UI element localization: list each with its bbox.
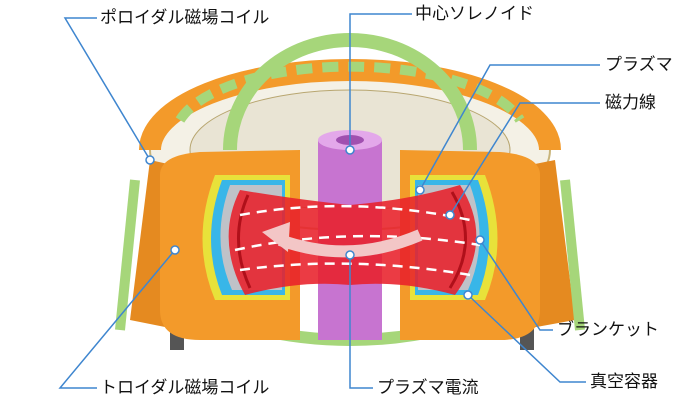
- label-field-lines: 磁力線: [605, 93, 656, 113]
- label-vacuum-vessel: 真空容器: [590, 372, 658, 392]
- label-plasma-current: プラズマ電流: [377, 378, 479, 398]
- label-plasma: プラズマ: [605, 55, 673, 75]
- leader-lines: [58, 13, 600, 389]
- label-toroidal-coil: トロイダル磁場コイル: [100, 378, 270, 398]
- label-central-solenoid: 中心ソレノイド: [415, 4, 534, 24]
- label-poloidal-coil: ポロイダル磁場コイル: [100, 8, 270, 28]
- label-blanket: ブランケット: [557, 320, 659, 340]
